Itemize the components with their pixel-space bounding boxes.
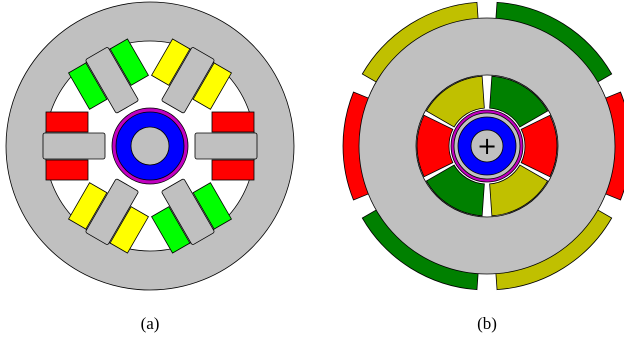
left-coil-yellow-2 <box>192 62 232 110</box>
left-tooth-upper-left <box>85 47 139 114</box>
left-coil-red-3 <box>45 111 89 133</box>
right-stator-ring <box>358 17 616 275</box>
left-tooth-lower-left <box>85 178 139 245</box>
right-inner-coil-1 <box>425 75 485 128</box>
right-rotor: + <box>450 109 524 183</box>
left-rotor <box>111 107 189 185</box>
left-tooth-lower-right <box>161 178 215 245</box>
left-coil-red-1 <box>211 111 255 133</box>
right-inner-coil-4 <box>489 164 549 217</box>
left-coil-green-2 <box>109 38 149 86</box>
left-coil-yellow-4 <box>68 182 108 230</box>
right-inner-coil-3 <box>520 114 558 178</box>
caption-right: (b) <box>477 314 497 333</box>
left-tooth-left <box>42 132 106 160</box>
left-coils <box>45 38 255 254</box>
left-coil-green-4 <box>151 206 191 254</box>
right-rotor-center-symbol: + <box>477 132 497 160</box>
left-motor-cross-section <box>5 1 295 291</box>
right-rotor-shaft <box>470 129 504 163</box>
caption-left: (a) <box>141 314 160 333</box>
left-stator-teeth <box>42 47 258 245</box>
right-inner-coil-2 <box>489 75 549 128</box>
right-motor-cross-section: + <box>342 1 624 291</box>
left-coil-yellow-3 <box>109 206 149 254</box>
right-inner-coil-5 <box>425 164 485 217</box>
left-rotor-shaft <box>130 126 170 166</box>
left-coil-green-1 <box>68 62 108 110</box>
left-coil-yellow-1 <box>151 38 191 86</box>
right-inner-coils <box>416 75 558 217</box>
left-coil-red-2 <box>211 159 255 181</box>
right-inner-coil-6 <box>416 114 454 178</box>
left-coil-red-4 <box>45 159 89 181</box>
left-tooth-upper-right <box>161 47 215 114</box>
left-tooth-right <box>194 132 258 160</box>
left-coil-green-3 <box>192 182 232 230</box>
